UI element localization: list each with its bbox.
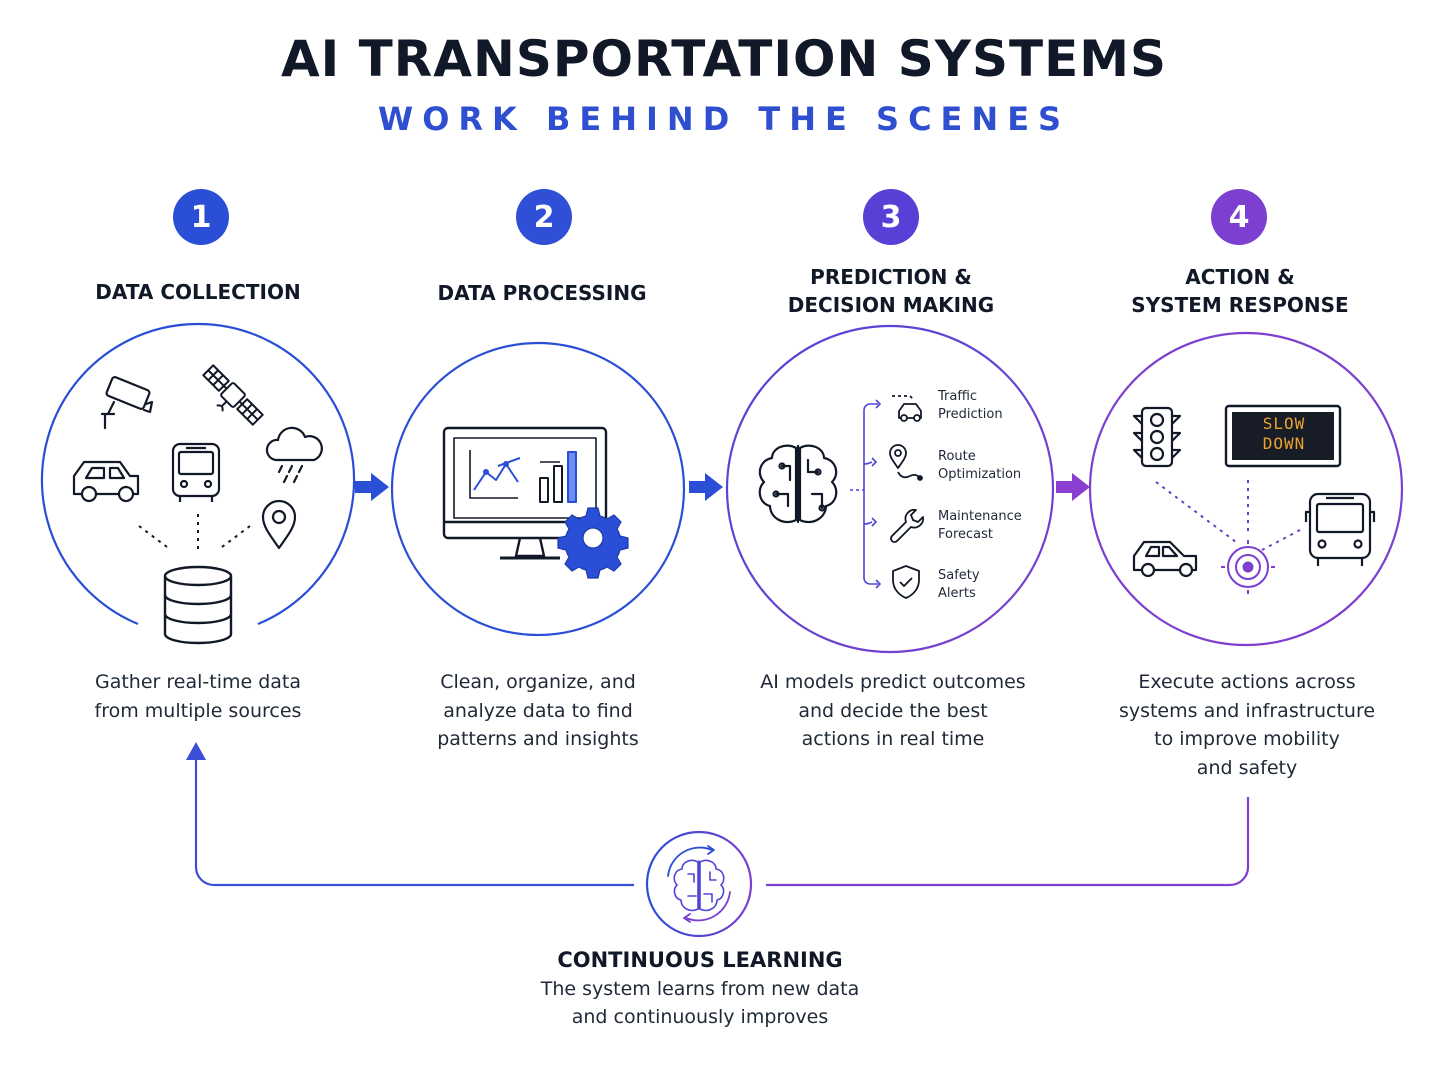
output-safety-alerts: Safety Alerts: [938, 567, 980, 603]
learning-title: CONTINUOUS LEARNING: [557, 948, 843, 972]
desc-line: Gather real-time data: [94, 671, 302, 693]
step-3-number-badge: 3: [863, 189, 919, 245]
step-2-title-line: DATA PROCESSING: [437, 281, 647, 305]
brain-cycle-icon: [667, 845, 731, 923]
learning-description: The system learns from new data and cont…: [0, 975, 1400, 1031]
location-pin-icon: [261, 499, 297, 550]
prediction-branches: [850, 399, 882, 589]
signal-hub-icon: [1221, 540, 1275, 594]
arrow-step3-to-step4: [1056, 473, 1090, 501]
data-flow-dots: [138, 514, 251, 551]
desc-line: systems and infrastructure: [1118, 699, 1376, 722]
page-subtitle: WORK BEHIND THE SCENES: [377, 100, 1071, 138]
security-camera-icon: [100, 376, 154, 430]
gear-icon: [557, 507, 629, 579]
learning-desc-line: The system learns from new data: [540, 978, 860, 1000]
step-1-title-line: DATA COLLECTION: [95, 280, 301, 304]
route-pin-icon: [889, 444, 923, 481]
output-label-line: Alerts: [938, 586, 976, 601]
desc-line: to improve mobility: [1154, 728, 1340, 750]
bus-icon-1: [171, 442, 221, 502]
desc-line: Clean, organize, and: [440, 671, 636, 693]
step-3-description: AI models predict outcomes and decide th…: [728, 668, 1058, 754]
learning-desc-line: and continuously improves: [571, 1006, 829, 1028]
step-4-number-badge: 4: [1211, 189, 1267, 245]
wrench-icon: [890, 508, 925, 543]
output-label-line: Route: [938, 449, 976, 464]
sign-line-1: SLOW: [1262, 414, 1306, 433]
desc-line: analyze data to find: [443, 699, 633, 722]
step-1-title: DATA COLLECTION: [48, 278, 348, 306]
step-3-title-line-2: DECISION MAKING: [787, 293, 995, 317]
brain-circuit-icon: [758, 444, 838, 524]
monitor-chart-icon: [442, 426, 608, 560]
desc-line: Execute actions across: [1138, 671, 1356, 693]
step-1-number-badge: 1: [173, 189, 229, 245]
message-sign-text: SLOW DOWN: [1232, 414, 1336, 454]
satellite-icon: [202, 364, 264, 426]
step-3-circle: [725, 324, 1055, 654]
message-sign-icon: [1224, 404, 1342, 468]
desc-line: and safety: [1196, 756, 1298, 779]
step-4-description: Execute actions across systems and infra…: [1082, 668, 1412, 782]
feedback-loop-line: [194, 760, 1250, 887]
output-label-line: Maintenance: [938, 509, 1022, 524]
output-route-optimization: Route Optimization: [938, 448, 1021, 484]
sign-line-2: DOWN: [1262, 434, 1306, 453]
step-2-circle: [390, 341, 686, 637]
desc-line: from multiple sources: [94, 699, 302, 722]
arrow-step1-to-step2: [355, 473, 389, 501]
step-3-title: PREDICTION & DECISION MAKING: [741, 263, 1041, 319]
step-4-title-line-2: SYSTEM RESPONSE: [1131, 293, 1349, 317]
step-2-number-badge: 2: [516, 189, 572, 245]
step-4-title-line-1: ACTION &: [1185, 265, 1295, 289]
car-icon-1: [72, 460, 140, 503]
output-label-line: Safety: [938, 568, 980, 583]
output-label-line: Forecast: [938, 527, 994, 542]
desc-line: actions in real time: [801, 728, 985, 750]
output-traffic-prediction: Traffic Prediction: [938, 388, 1003, 424]
desc-line: patterns and insights: [437, 728, 639, 750]
step-2-description: Clean, organize, and analyze data to fin…: [388, 668, 688, 754]
arrow-step2-to-step3: [689, 473, 723, 501]
step-4-circle: [1088, 331, 1404, 647]
bus-icon-2: [1304, 492, 1376, 566]
signal-hub-connections: [1155, 480, 1301, 551]
step-2-title: DATA PROCESSING: [392, 279, 692, 307]
feedback-loop-arrowhead: [186, 742, 206, 760]
shield-check-icon: [892, 565, 920, 599]
step-1-circle: [40, 322, 356, 626]
database-icon: [163, 565, 233, 645]
output-maintenance-forecast: Maintenance Forecast: [938, 508, 1022, 544]
car-icon-2: [1132, 540, 1198, 578]
output-label-line: Optimization: [938, 467, 1022, 482]
step-1-description: Gather real-time data from multiple sour…: [48, 668, 348, 725]
cloud-rain-icon: [265, 426, 323, 484]
output-label-line: Prediction: [938, 407, 1003, 422]
traffic-car-icon: [892, 395, 922, 422]
page-title: AI TRANSPORTATION SYSTEMS: [280, 30, 1168, 88]
step-3-title-line-1: PREDICTION &: [810, 265, 972, 289]
step-4-title: ACTION & SYSTEM RESPONSE: [1090, 263, 1390, 319]
output-label-line: Traffic: [938, 389, 978, 404]
desc-line: AI models predict outcomes: [760, 671, 1026, 693]
desc-line: and decide the best: [798, 699, 988, 722]
traffic-light-icon: [1132, 406, 1182, 468]
